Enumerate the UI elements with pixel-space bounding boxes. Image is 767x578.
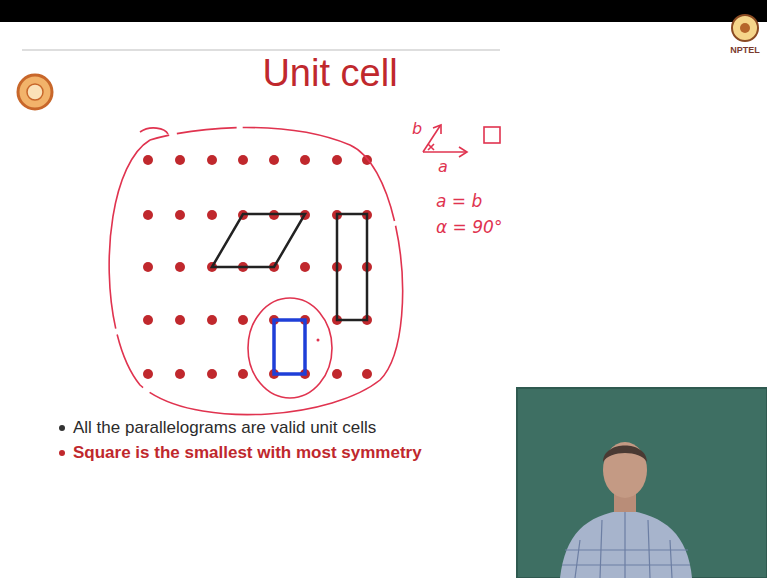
presenter-video	[517, 388, 767, 578]
lattice-point	[238, 369, 248, 379]
bullet-text: All the parallelograms are valid unit ce…	[73, 418, 376, 438]
lattice-point	[332, 369, 342, 379]
handwritten-note: α = 90°	[436, 218, 502, 238]
institute-logo	[18, 75, 52, 109]
lattice-point	[207, 210, 217, 220]
handwritten-note: a = b	[436, 192, 482, 212]
lattice-point	[143, 262, 153, 272]
square-cell	[274, 320, 305, 374]
lattice-point	[175, 369, 185, 379]
parallelogram-cell	[212, 214, 305, 267]
lattice-point	[143, 155, 153, 165]
top-bar	[0, 0, 767, 22]
nptel-logo	[732, 15, 758, 41]
bullet-text: Square is the smallest with most symmetr…	[73, 443, 422, 463]
lattice-point	[207, 369, 217, 379]
lattice-point	[175, 210, 185, 220]
lattice-point	[300, 262, 310, 272]
bullet-dot	[59, 450, 65, 456]
axis-label: a	[438, 158, 448, 176]
lattice-point	[175, 262, 185, 272]
lattice-point	[362, 369, 372, 379]
lattice-point	[269, 155, 279, 165]
lattice-point	[207, 155, 217, 165]
logo-text: NPTEL	[730, 45, 760, 55]
lattice-point	[332, 155, 342, 165]
pen-dot	[317, 339, 320, 342]
lattice-point	[143, 210, 153, 220]
title-rule	[22, 50, 500, 51]
lattice-point	[175, 155, 185, 165]
lattice-point	[143, 369, 153, 379]
lattice-point	[238, 315, 248, 325]
bullet-dot	[59, 425, 65, 431]
hand-annotation	[109, 125, 500, 415]
lattice-point	[143, 315, 153, 325]
lattice-point	[175, 315, 185, 325]
rectangle-cell	[337, 214, 367, 320]
lattice-point	[207, 315, 217, 325]
axis-label: b	[412, 120, 422, 138]
slide-title: Unit cell	[262, 52, 397, 96]
lattice	[143, 155, 372, 379]
lattice-point	[238, 155, 248, 165]
lattice-point	[300, 155, 310, 165]
